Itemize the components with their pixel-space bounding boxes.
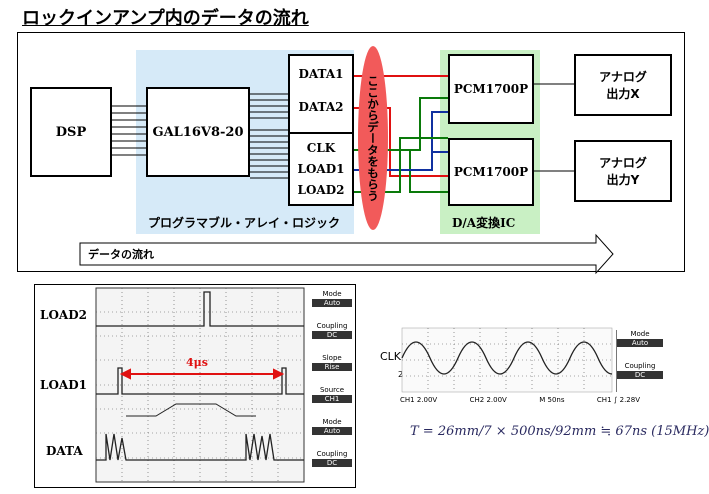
output-x-line1: アナログ	[599, 70, 647, 84]
scope2-status-ch2: CH2 2.00V	[469, 396, 507, 404]
output-x-line2: 出力X	[606, 87, 640, 101]
scope1-side-4-title: Mode	[322, 418, 342, 426]
scope2-side-1-title: Coupling	[624, 362, 656, 370]
scope2-side-0-value: Auto	[617, 339, 663, 347]
scope1-side-2-title: Slope	[322, 354, 342, 362]
scope2-formula: T = 26mm/7 × 500ns/92mm ≒ 67ns (15MHz)	[410, 424, 709, 439]
signal-data1: DATA1	[298, 67, 344, 81]
output-y-box: アナログ 出力Y	[574, 140, 672, 202]
scope2-marker: 2	[398, 370, 404, 379]
scope2-screen	[401, 327, 613, 393]
scope2-status-ch1: CH1 2.00V	[400, 396, 438, 404]
scope1-label-load1: LOAD1	[40, 378, 87, 392]
tap-label: ここからデータをもらう	[366, 74, 380, 202]
output-x-box: アナログ 出力X	[574, 54, 672, 116]
scope2-label-clk: CLK	[380, 350, 402, 363]
scope2-status-bar: CH1 2.00V CH2 2.00V M 50ns CH1 ∫ 2.28V	[400, 396, 640, 404]
scope2-status-time: M 50ns	[539, 396, 565, 404]
scope2-side-1-value: DC	[617, 371, 663, 379]
signal-data2: DATA2	[298, 100, 344, 114]
dac-caption: D/A変換IC	[452, 216, 516, 230]
pld-caption: プログラマブル・アレイ・ロジック	[148, 216, 341, 230]
scope1-side-0-value: Auto	[312, 299, 352, 307]
signal-box: DATA1 DATA2	[288, 54, 354, 206]
scope1-side-5-title: Coupling	[316, 450, 348, 458]
signal-clk: CLK	[306, 141, 336, 155]
dac1-box: PCM1700P	[448, 54, 534, 124]
dsp-box: DSP	[30, 87, 112, 177]
signal-load1: LOAD1	[297, 162, 345, 176]
flow-label: データの流れ	[88, 248, 154, 261]
scope1-label-load2: LOAD2	[40, 308, 87, 322]
scope1-side-0-title: Mode	[322, 290, 342, 298]
scope1-measure: 4μs	[186, 356, 208, 369]
scope1-frame	[34, 284, 356, 488]
signal-divider	[288, 132, 354, 134]
scope1-side-5-value: DC	[312, 459, 352, 467]
diagram-frame	[17, 32, 685, 272]
signal-load2: LOAD2	[297, 183, 345, 197]
page-title: ロックインアンプ内のデータの流れ	[22, 8, 309, 29]
scope1-side-1-title: Coupling	[316, 322, 348, 330]
output-y-line1: アナログ	[599, 156, 647, 170]
scope1-side-3-title: Source	[319, 386, 345, 394]
scope2-status-trigger: CH1 ∫ 2.28V	[596, 396, 640, 404]
scope1-screen	[95, 287, 305, 483]
output-y-line2: 出力Y	[606, 173, 640, 187]
tap-ellipse	[358, 46, 388, 230]
scope2-side-0-title: Mode	[630, 330, 650, 338]
scope1-side-2-value: Rise	[312, 363, 352, 371]
scope1-side-3-value: CH1	[312, 395, 352, 403]
scope1-side-1-value: DC	[312, 331, 352, 339]
dac2-box: PCM1700P	[448, 138, 534, 206]
flow-arrow	[79, 233, 614, 275]
gal-box: GAL16V8-20	[146, 87, 250, 177]
signal-lower-group: CLK LOAD1 LOAD2	[288, 138, 354, 201]
scope1-label-data: DATA	[46, 444, 83, 458]
scope1-side-4-value: Auto	[312, 427, 352, 435]
